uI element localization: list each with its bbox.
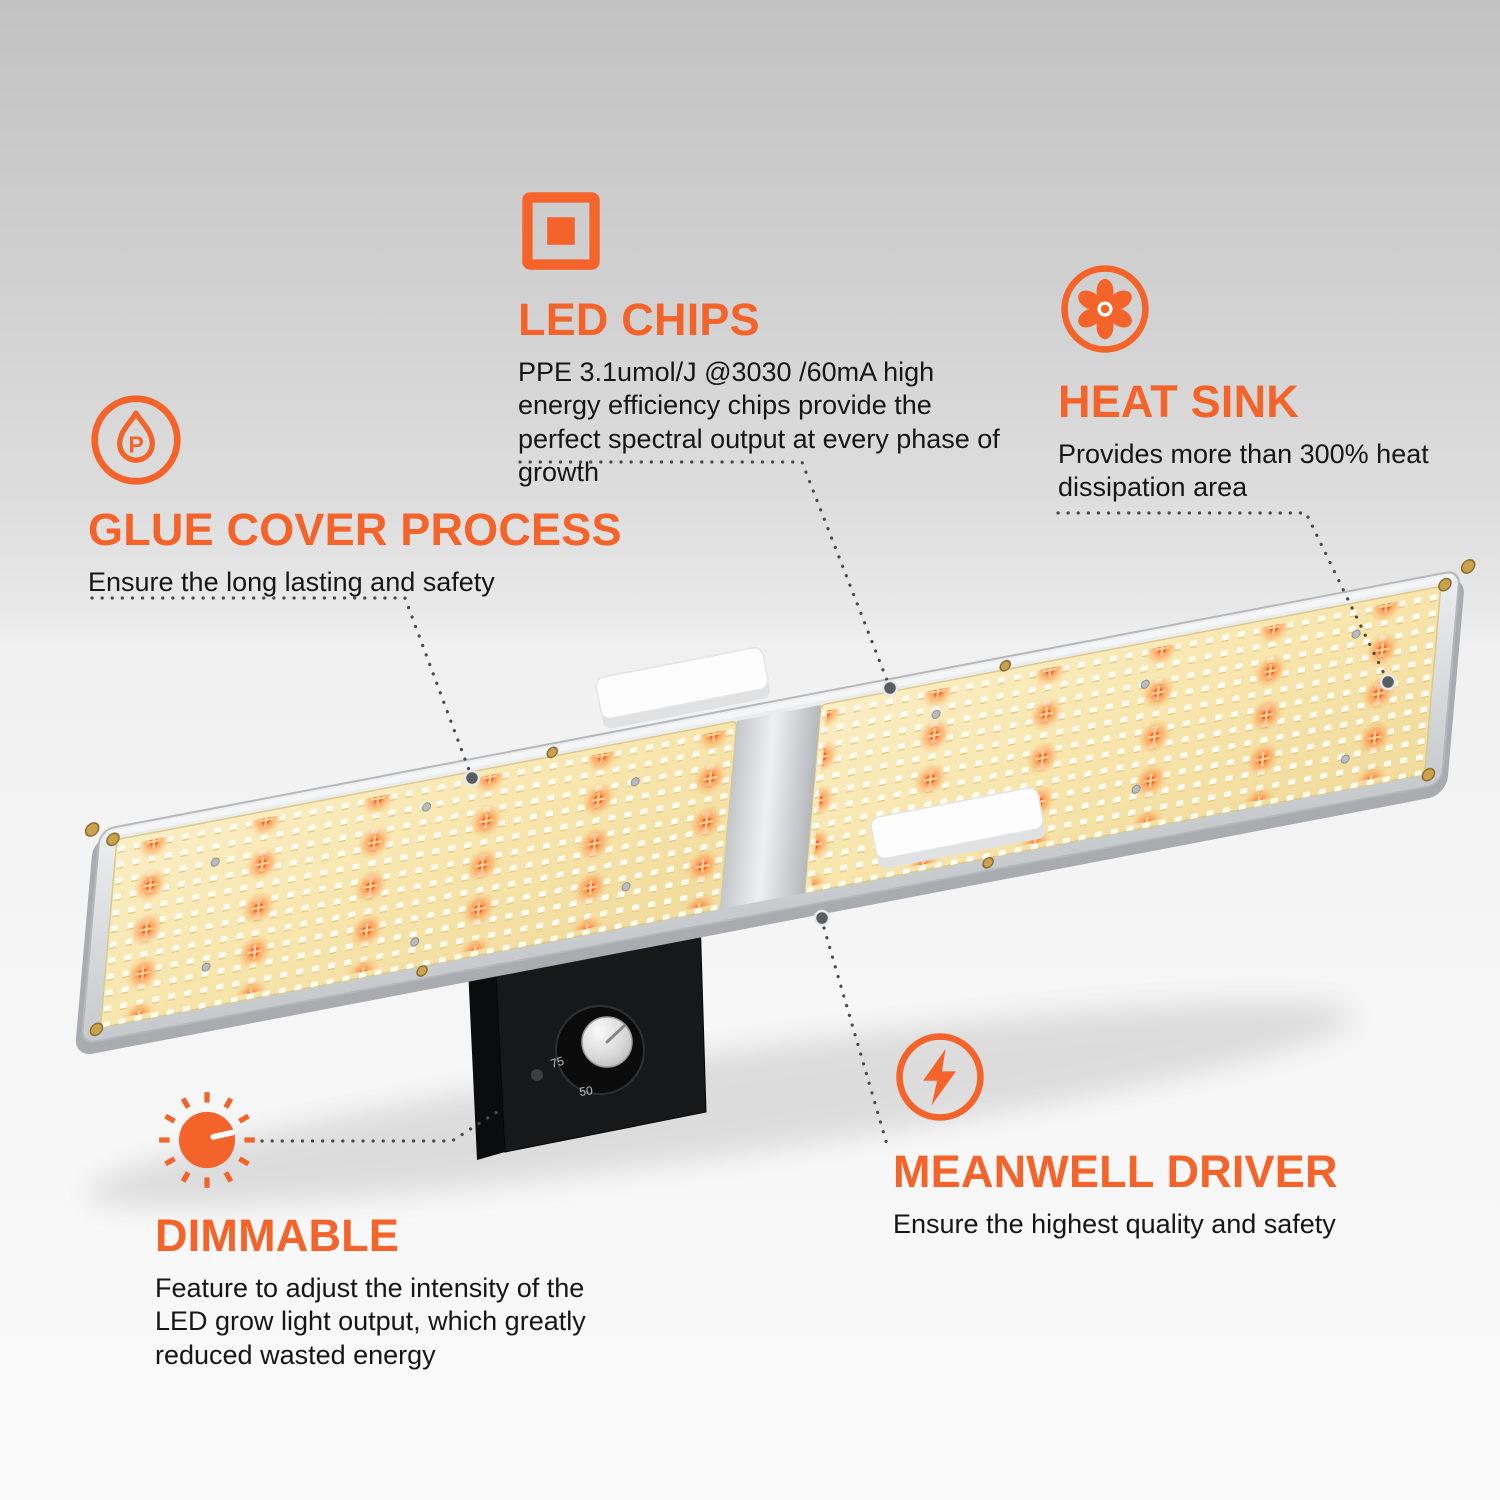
hanger-bracket-1: [595, 647, 771, 729]
anchor-dot-heat-sink: [1379, 673, 1397, 691]
callout-meanwell-driver: MEANWELL DRIVER Ensure the highest quali…: [893, 1030, 1493, 1241]
callout-dimmable: DIMMABLE Feature to adjust the intensity…: [155, 1088, 605, 1372]
leader-line-glue-cover: [90, 596, 474, 780]
led-chips-title: LED CHIPS: [518, 294, 760, 345]
panel-shadow: [86, 1002, 1354, 1208]
led-panel: [75, 559, 1476, 1055]
heat-sink-title: HEAT SINK: [1058, 376, 1299, 427]
dimmer-scale-50: 50: [578, 1083, 593, 1099]
dimmable-body: Feature to adjust the intensity of the L…: [155, 1273, 586, 1370]
anchor-dot-glue-cover: [463, 769, 481, 787]
dimmer-knob: 75 50: [549, 1005, 645, 1099]
glue-cover-title: GLUE COVER PROCESS: [88, 504, 622, 555]
anchor-dot-led-chips: [881, 679, 899, 697]
leader-line-heat-sink: [1056, 511, 1390, 684]
lightning-bolt-icon: [893, 1030, 1493, 1124]
led-chips-body: PPE 3.1umol/J @3030 /60mA high energy ef…: [518, 357, 1000, 488]
glue-cover-process-icon: P: [88, 392, 688, 488]
callout-glue-cover-process: P GLUE COVER PROCESS Ensure the long las…: [88, 392, 688, 599]
meanwell-driver-title: MEANWELL DRIVER: [893, 1146, 1338, 1197]
center-channel: [720, 704, 821, 910]
leader-line-led-chips: [518, 460, 892, 690]
glue-cover-body: Ensure the long lasting and safety: [88, 567, 495, 597]
dimmable-title: DIMMABLE: [155, 1210, 400, 1261]
callout-led-chips: LED CHIPS PPE 3.1umol/J @3030 /60mA high…: [518, 188, 1018, 490]
dimmer-knob-icon: [155, 1088, 605, 1192]
driver-screw: [531, 1069, 543, 1081]
leader-line-meanwell: [822, 926, 890, 1150]
callout-heat-sink: HEAT SINK Provides more than 300% heat d…: [1058, 262, 1458, 505]
heat-sink-fan-icon: [1058, 262, 1458, 356]
led-chip-icon: [518, 188, 1018, 274]
hanger-bracket-2: [870, 787, 1046, 869]
gold-screws: [84, 559, 1476, 1037]
glue-icon-letter: P: [128, 431, 143, 457]
meanwell-driver-body: Ensure the highest quality and safety: [893, 1209, 1336, 1239]
anchor-dot-meanwell: [813, 909, 831, 927]
dimmer-scale-75: 75: [549, 1054, 566, 1071]
heat-sink-body: Provides more than 300% heat dissipation…: [1058, 439, 1429, 503]
